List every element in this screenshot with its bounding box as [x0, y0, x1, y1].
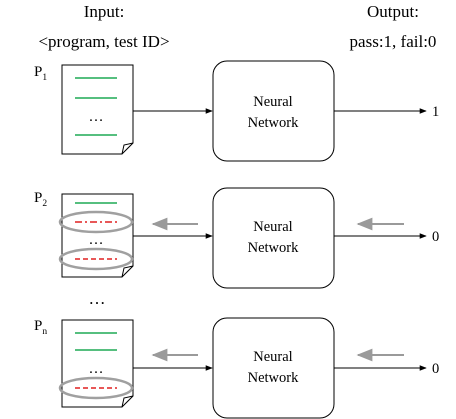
page-fold-pn	[121, 395, 134, 408]
row-p1: P1 … Neural Network 1	[34, 60, 439, 162]
code-ellipsis: …	[89, 109, 104, 125]
code-ellipsis: …	[89, 361, 104, 377]
page-fold-p2	[121, 265, 134, 278]
code-ellipsis: …	[89, 232, 104, 248]
neural-network-label-line2: Network	[248, 240, 299, 256]
neural-network-label-line2: Network	[248, 115, 299, 131]
neural-network-label-line1: Neural	[253, 219, 292, 235]
page-fold-p1	[121, 142, 134, 155]
row-pn: Pn … Neural Network 0	[34, 317, 439, 419]
suspicious-statement-highlight	[58, 247, 134, 271]
more-programs-ellipsis: …	[89, 289, 106, 308]
neural-network-label-line2: Network	[248, 370, 299, 386]
input-title: Input:	[84, 2, 125, 21]
program-document-p1	[61, 64, 134, 155]
neural-network-label-line1: Neural	[253, 349, 292, 365]
neural-network-box-p1	[212, 60, 335, 162]
program-label-p1: P1	[34, 64, 47, 83]
program-label-p2: P2	[34, 190, 47, 209]
neural-network-label-line1: Neural	[253, 94, 292, 110]
program-label-pn: Pn	[34, 318, 47, 337]
suspicious-statement-highlight	[58, 210, 134, 234]
output-value-p1: 1	[432, 104, 439, 120]
row-p2: P2 … Neural Network 0	[34, 187, 439, 289]
output-value-pn: 0	[432, 361, 439, 377]
output-value-p2: 0	[432, 229, 439, 245]
output-subtitle: pass:1, fail:0	[350, 32, 437, 51]
input-subtitle: <program, test ID>	[38, 32, 169, 51]
neural-network-box-p2	[212, 187, 335, 289]
output-title: Output:	[367, 2, 419, 21]
neural-network-box-pn	[212, 317, 335, 419]
suspicious-statement-highlight	[58, 376, 134, 400]
